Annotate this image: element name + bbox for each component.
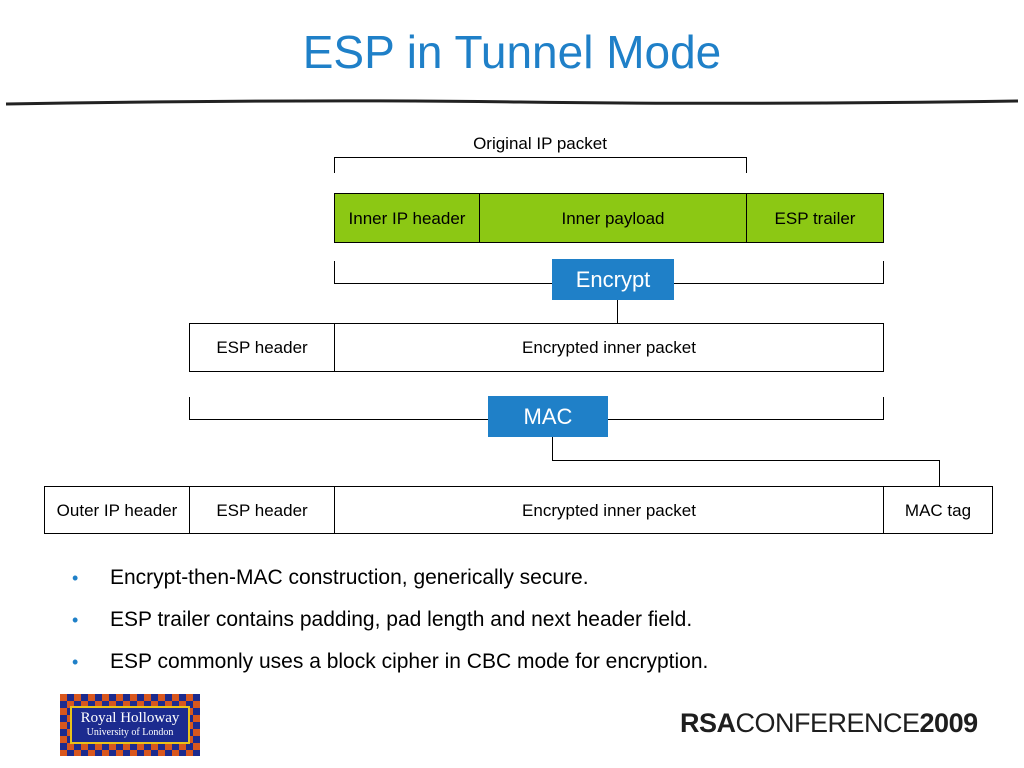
royal-holloway-logo-line1: Royal Holloway bbox=[80, 710, 180, 726]
bullet-dot-icon: • bbox=[72, 652, 79, 672]
title-underline bbox=[5, 99, 1019, 106]
encrypt-operation: Encrypt bbox=[552, 259, 674, 300]
outer-ip-header-field: Outer IP header bbox=[44, 486, 190, 534]
rsa-logo-middle: CONFERENCE bbox=[735, 708, 921, 738]
bullet-dot-icon: • bbox=[72, 610, 79, 630]
bullet-text: ESP trailer contains padding, pad length… bbox=[110, 608, 693, 631]
mac-connector bbox=[552, 437, 940, 486]
bullet-text: Encrypt-then-MAC construction, generical… bbox=[110, 566, 589, 589]
encrypted-inner-packet-field-outer: Encrypted inner packet bbox=[334, 486, 884, 534]
rsa-logo-prefix: RSA bbox=[680, 708, 736, 738]
bullet-item: • ESP commonly uses a block cipher in CBC… bbox=[72, 650, 708, 674]
esp-trailer-field: ESP trailer bbox=[746, 193, 884, 243]
rsa-conference-logo: RSACONFERENCE2009 bbox=[680, 706, 1000, 740]
inner-payload-field: Inner payload bbox=[479, 193, 747, 243]
bullet-dot-icon: • bbox=[72, 568, 79, 588]
mac-tag-field: MAC tag bbox=[883, 486, 993, 534]
bullet-item: • ESP trailer contains padding, pad lengt… bbox=[72, 608, 708, 632]
bullet-item: • Encrypt-then-MAC construction, generica… bbox=[72, 566, 708, 590]
bullet-text: ESP commonly uses a block cipher in CBC … bbox=[110, 650, 709, 673]
bullet-list: • Encrypt-then-MAC construction, generica… bbox=[72, 566, 708, 692]
mac-operation: MAC bbox=[488, 396, 608, 437]
royal-holloway-logo-line2: University of London bbox=[86, 727, 174, 738]
rsa-logo-year: 2009 bbox=[919, 708, 979, 738]
royal-holloway-logo: Royal Holloway University of London bbox=[60, 694, 200, 756]
original-ip-packet-label: Original IP packet bbox=[473, 134, 607, 153]
encrypted-inner-packet-field: Encrypted inner packet bbox=[334, 323, 884, 372]
inner-ip-header-field: Inner IP header bbox=[334, 193, 480, 243]
royal-holloway-logo-panel: Royal Holloway University of London bbox=[70, 706, 190, 744]
slide-title: ESP in Tunnel Mode bbox=[302, 26, 722, 78]
esp-header-field-outer: ESP header bbox=[189, 486, 335, 534]
original-packet-bracket bbox=[334, 157, 747, 173]
esp-header-field: ESP header bbox=[189, 323, 335, 372]
